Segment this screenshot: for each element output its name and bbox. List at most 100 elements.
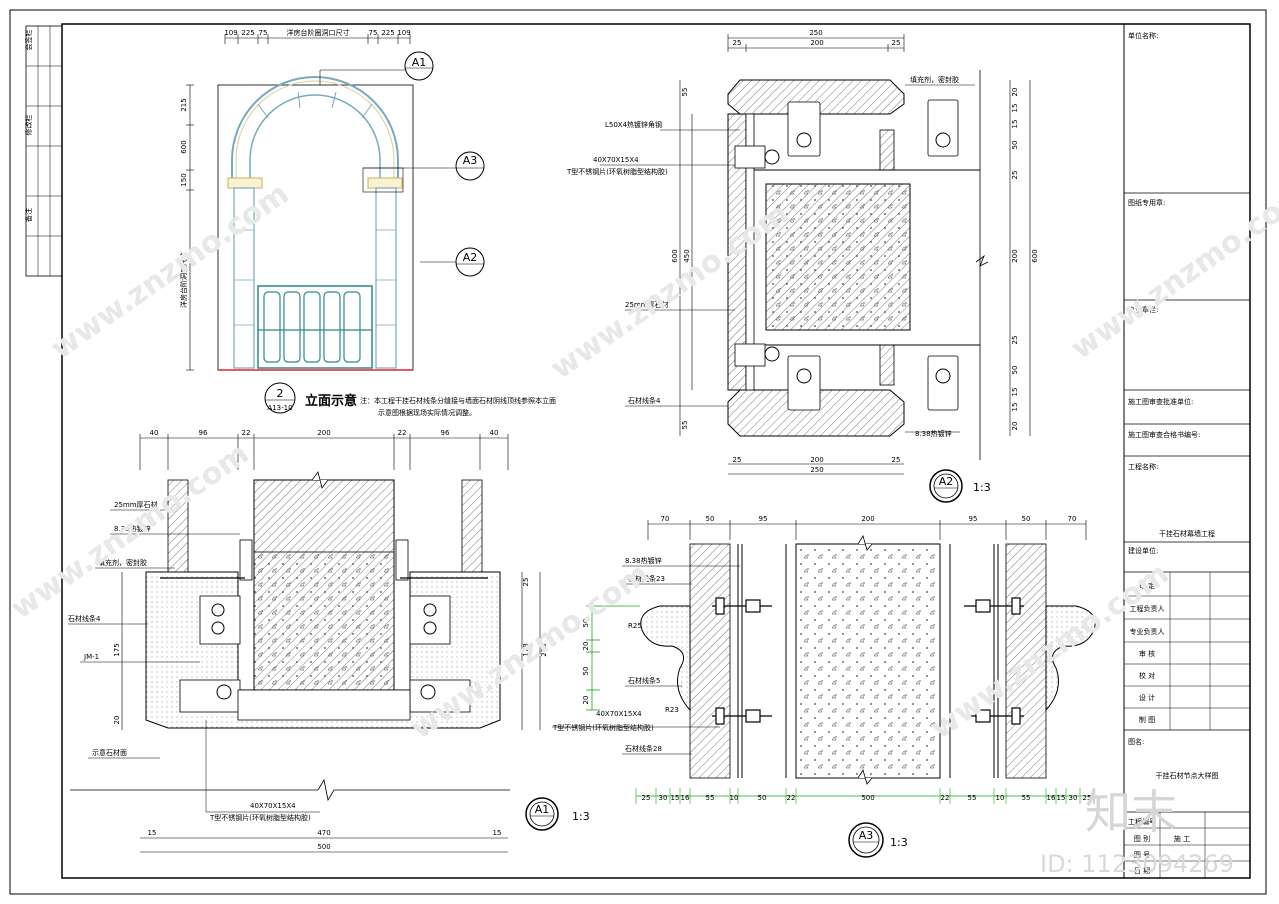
a3-top-dim-6: 50 [1022, 515, 1031, 523]
a3-bottom-dim-3: 15 [671, 794, 680, 802]
a3-label-moulding5: 石材线条5 [628, 676, 660, 685]
tb-project-name: 干挂石材幕墙工程 [1159, 529, 1215, 538]
elev-dim-4: 75 [369, 29, 378, 37]
watermark-layer: www.znzmo.com www.znzmo.com www.znzmo.co… [5, 176, 1279, 878]
tb-review1-label: 施工图审查批准单位: [1128, 397, 1193, 406]
a2-label-moulding: 石材线条4 [628, 396, 661, 405]
a3-bottom-dim-12: 10 [996, 794, 1005, 802]
a3-bottom-dim-9: 500 [861, 794, 874, 802]
tb-role-3: 专业负责人 [1130, 627, 1165, 636]
a1-label-galv: 8.38热镀锌 [114, 524, 151, 533]
elev-title-num: 2 [277, 387, 284, 400]
a2-right-dim-3: 15 [1011, 120, 1019, 129]
a3-left-dim-2: 20 [582, 642, 590, 651]
tb-footer-4: 图 号 [1134, 851, 1150, 859]
a3-scale: 1:3 [890, 836, 908, 849]
a1-top-dim-6: 96 [441, 429, 450, 437]
watermark-brand: 知末 [1085, 785, 1177, 839]
tb-qual-label: 执业章栏: [1128, 305, 1158, 314]
strip-label-2: 修改栏 [24, 115, 33, 136]
elev-dim-2: 225 [241, 29, 254, 37]
a3-top-dim-5: 95 [969, 515, 978, 523]
elev-callout-a1: A1 [412, 56, 427, 69]
elev-dim-1: 109 [224, 29, 237, 37]
a2-top-dim-1: 25 [733, 39, 742, 47]
a2-bottom-dim-2: 200 [810, 456, 823, 464]
elev-dim-top-label: 洋房台阶圈洞口尺寸 [287, 28, 350, 37]
a2-label-angle: L50X4热镀锌角钢 [605, 120, 662, 129]
a1-scale: 1:3 [572, 810, 590, 823]
tb-drawing-name: 干挂石材节点大样图 [1156, 771, 1219, 780]
a1-top-dim-4: 200 [317, 429, 330, 437]
watermark-site-6: www.znzmo.com [925, 556, 1176, 746]
elev-callout-a3: A3 [463, 154, 478, 167]
a2-label-galv: 8.38热镀锌 [915, 429, 952, 438]
strip-label-3: 备注 [24, 208, 33, 222]
a1-top-dim-1: 40 [150, 429, 159, 437]
a1-label-stone: 25mm厚石材 [114, 500, 158, 509]
a1-label-moulding: 石材线条4 [68, 614, 101, 623]
a2-left-dim-total: 600 [671, 249, 679, 262]
tb-owner-label: 建设单位: [1128, 546, 1158, 555]
a2-top-dim-total: 250 [809, 29, 822, 37]
title-block: 单位名称: 图纸专用章: 执业章栏: 施工图审查批准单位: 施工图审查合格书编号… [1123, 24, 1250, 878]
elev-title-ref: A13-10 [267, 404, 292, 412]
a3-label-r25: R25 [628, 622, 642, 630]
a2-right-dim-4: 50 [1011, 141, 1019, 150]
tb-stamp-label: 图纸专用章: [1128, 198, 1165, 207]
detail-a3: 70 50 95 200 95 50 70 [552, 515, 1096, 858]
detail-a1: 40 96 22 200 22 96 40 [68, 429, 590, 853]
a3-label-steel: 40X70X15X4 [596, 710, 642, 718]
a3-top-dim-4: 200 [861, 515, 874, 523]
a3-bottom-dim-1: 25 [642, 794, 651, 802]
drawing-frame [61, 23, 1251, 879]
a3-left-dim-3: 50 [582, 667, 590, 676]
a2-label-tplate: T型不锈钢片(环氧树脂型结构胶) [566, 167, 668, 176]
a1-label-steel: 40X70X15X4 [250, 802, 296, 810]
a1-right-dim-1: 25 [522, 578, 530, 587]
elev-dim-6: 109 [397, 29, 410, 37]
watermark-site-3: www.znzmo.com [1065, 176, 1279, 366]
a3-left-dim-1: 50 [582, 619, 590, 628]
a1-label-face: 示意石材面 [92, 748, 127, 757]
a2-left-dim-3: 55 [681, 421, 689, 430]
elev-left-label: 洋房台阶洞口尺寸 [179, 252, 188, 308]
a2-label-stone: 25mm厚石材 [625, 300, 669, 309]
a2-right-dim-8: 50 [1011, 366, 1019, 375]
a3-ref: A3 [859, 829, 874, 842]
a1-label-jm: JM-1 [83, 653, 99, 661]
elev-note-1: 注：本工程干挂石材线条分缝接与墙面石材阴线顶线参照本立面 [360, 396, 556, 405]
a3-top-dim-1: 70 [661, 515, 670, 523]
a3-bottom-dim-14: 16 [1047, 794, 1056, 802]
a1-top-dim-7: 40 [490, 429, 499, 437]
elevation-view: 109 225 75 洋房台阶圈洞口尺寸 75 225 109 215 600 … [179, 28, 556, 417]
a3-bottom-dim-2: 30 [659, 794, 668, 802]
a1-bottom-dim-3: 15 [493, 829, 502, 837]
a3-top-dim-2: 50 [706, 515, 715, 523]
a3-bottom-dim-4: 16 [681, 794, 690, 802]
a3-label-moulding28: 石材线条28 [625, 744, 662, 753]
a3-top-dim-7: 70 [1068, 515, 1077, 523]
a3-bottom-dim-5: 55 [706, 794, 715, 802]
a2-right-dim-1: 20 [1011, 88, 1019, 97]
a1-left-dim-2: 20 [113, 716, 121, 725]
tb-unit-label: 单位名称: [1128, 31, 1158, 40]
a3-bottom-dim-7: 50 [758, 794, 767, 802]
a2-right-dim-2: 15 [1011, 104, 1019, 113]
tb-footer-5: 日 期 [1134, 867, 1150, 875]
left-signature-strip: 会签栏 修改栏 备注 [24, 25, 63, 277]
a2-right-dim-7: 25 [1011, 336, 1019, 345]
a1-right-dim-3: 225 [540, 643, 548, 656]
a3-label-galv: 8.38热镀锌 [625, 556, 662, 565]
a2-bottom-dim-3: 25 [892, 456, 901, 464]
a2-top-dim-3: 25 [892, 39, 901, 47]
a2-top-dim-2: 200 [810, 39, 823, 47]
a3-bottom-dim-6: 10 [730, 794, 739, 802]
elev-title: 立面示意 [305, 393, 357, 409]
a2-bottom-dim-total: 250 [810, 466, 823, 474]
elev-dim-3: 75 [259, 29, 268, 37]
a1-top-dim-3: 22 [242, 429, 251, 437]
a1-top-dim-5: 22 [398, 429, 407, 437]
tb-role-4: 审 核 [1139, 649, 1155, 658]
a3-bottom-dim-13: 55 [1022, 794, 1031, 802]
